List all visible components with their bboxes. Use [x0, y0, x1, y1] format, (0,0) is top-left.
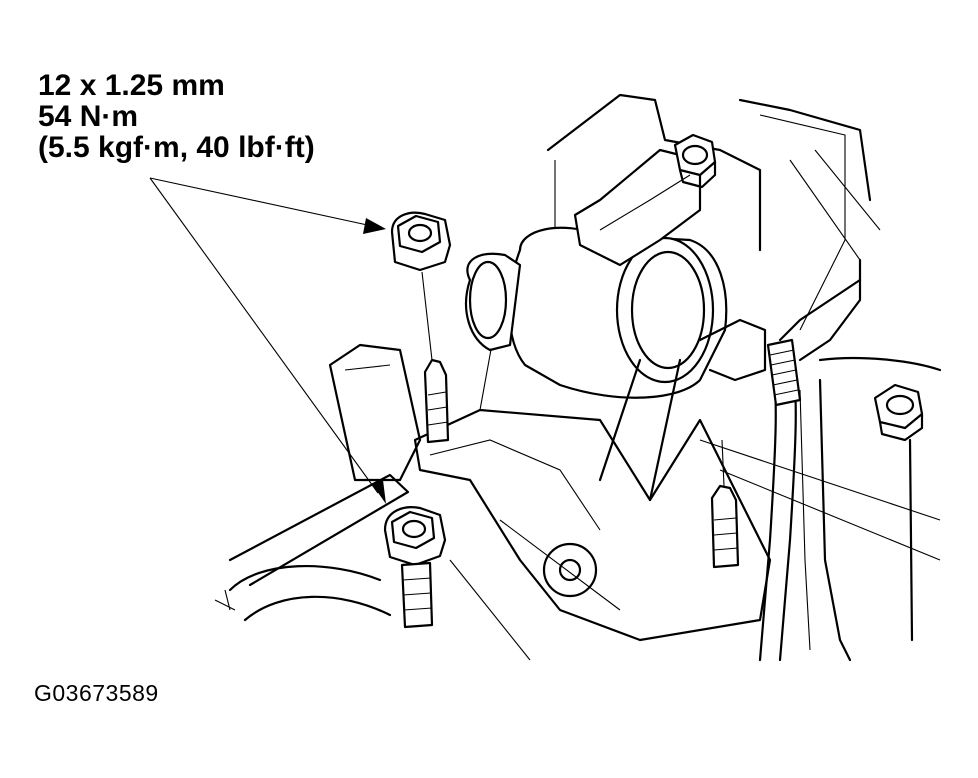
rubber-mount [465, 148, 767, 502]
torque-nm-label: 54 N·m [38, 100, 139, 133]
lower-pipe [214, 473, 410, 622]
torque-specification: 12 x 1.25 mm 54 N·m (5.5 kgf·m, 40 lbf·f… [38, 70, 315, 163]
hex-nut-top [673, 133, 717, 189]
cable-hose [758, 278, 862, 662]
engine-body [546, 93, 942, 662]
stud-left [421, 271, 450, 444]
leader-arrows [149, 177, 386, 504]
torque-alt-label: (5.5 kgf·m, 40 lbf·ft) [38, 131, 315, 164]
arrowhead-upper-nut [363, 218, 386, 234]
flange-nut-upper[interactable] [390, 211, 452, 272]
stud-right [710, 439, 740, 569]
arrowhead-lower-bolt [372, 480, 386, 504]
flange-bolt-lower[interactable] [383, 506, 447, 629]
hex-nut-right [873, 383, 924, 442]
figure-id: G03673589 [34, 680, 159, 706]
thread-size-label: 12 x 1.25 mm [38, 69, 225, 102]
leader-line-upper-nut [149, 177, 373, 227]
bolt-hole [558, 558, 582, 582]
leader-line-lower-bolt [149, 177, 379, 494]
